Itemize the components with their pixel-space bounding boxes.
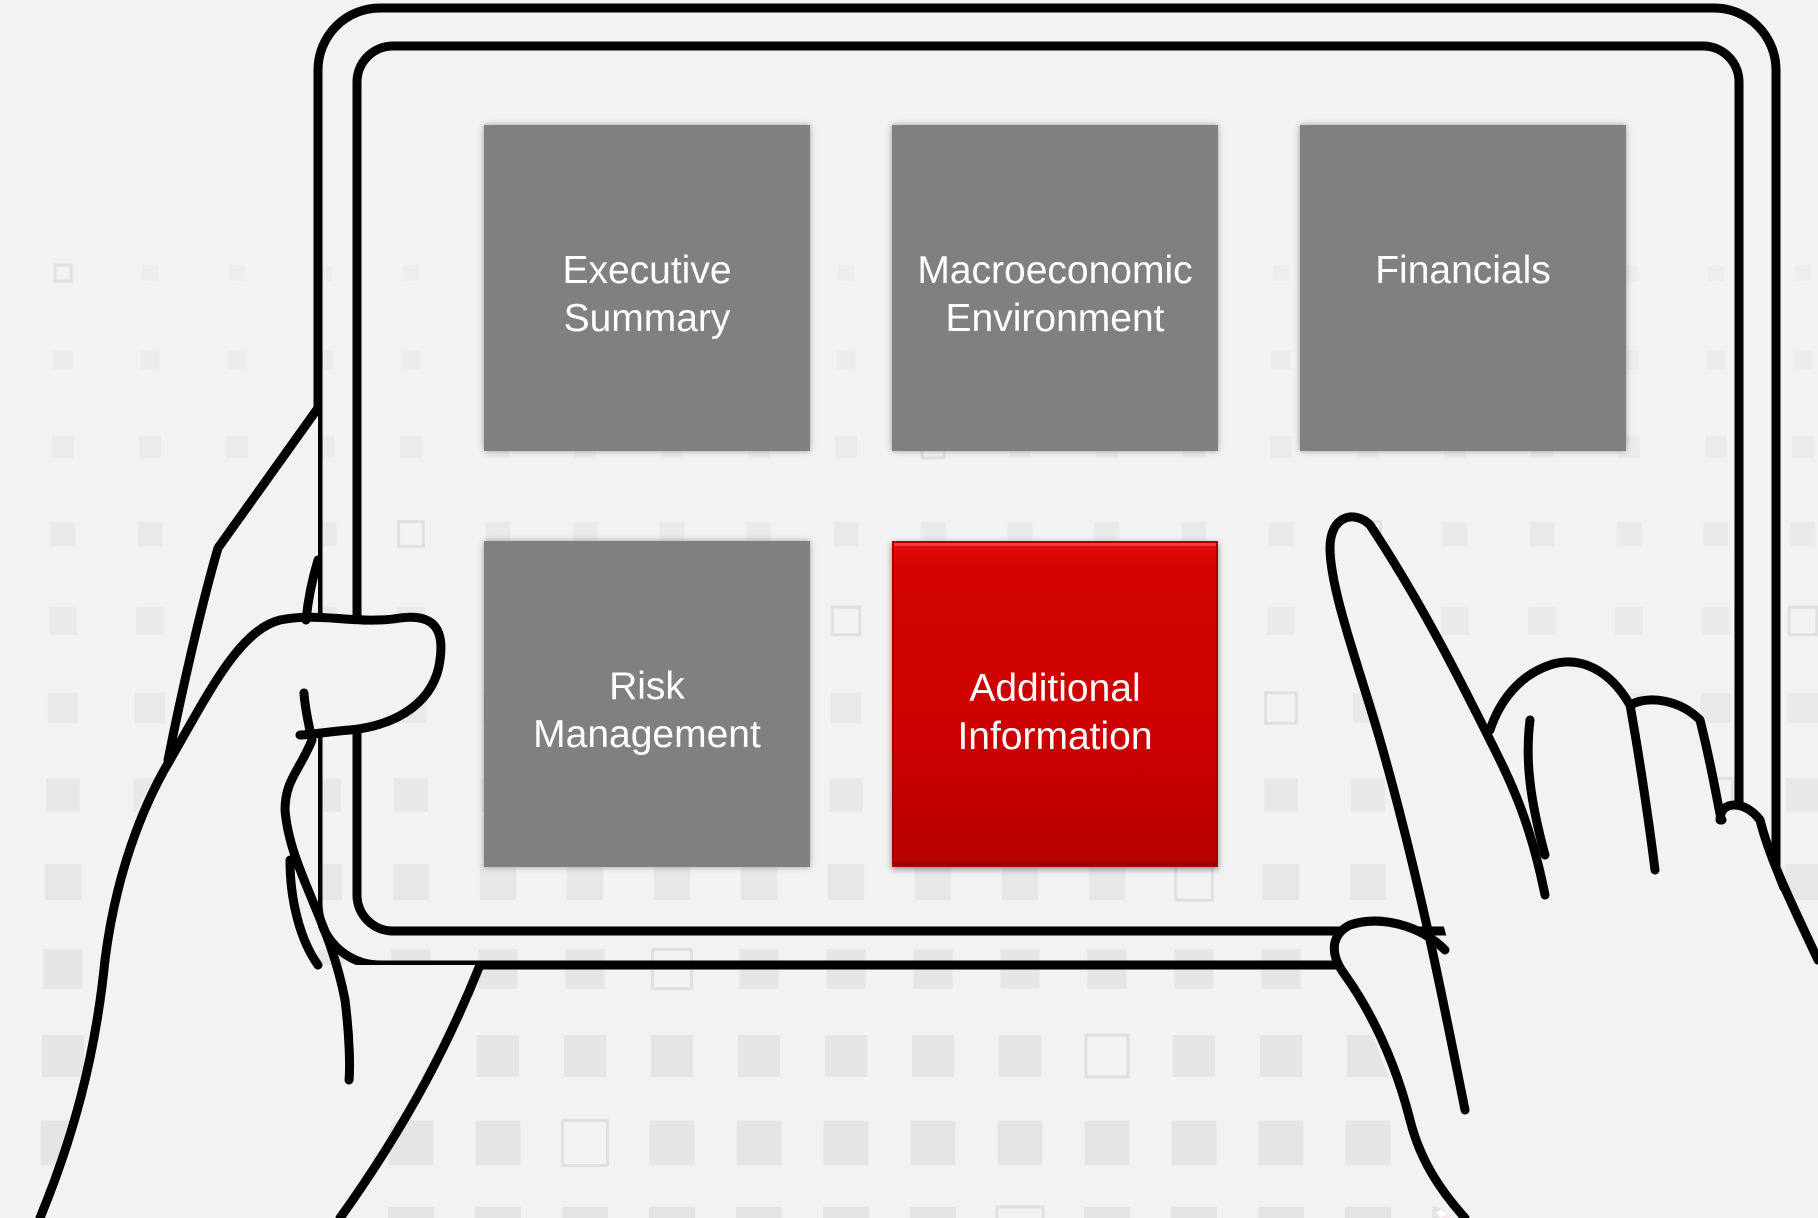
background-square [910,1120,956,1166]
background-square [998,1034,1042,1078]
background-square [563,1034,607,1078]
background-square [141,264,159,282]
background-square [1259,1034,1303,1078]
background-square [650,1034,694,1078]
background-square [228,264,246,282]
background-square [649,1207,695,1218]
background-square [823,1207,869,1218]
background-square [910,1207,956,1218]
background-square [911,1034,955,1078]
background-square [140,350,160,370]
tile-label: Financials [1375,249,1551,292]
background-square [823,1120,869,1166]
background-square [649,1120,695,1166]
background-square [1084,1120,1130,1166]
background-square [1084,1033,1130,1079]
background-square [475,1207,521,1218]
background-square [1792,436,1814,458]
background-square [997,1120,1043,1166]
background-square [1258,1120,1304,1166]
background-square [1084,1207,1130,1218]
background-square [562,1207,608,1218]
background-square [1793,350,1813,370]
tile-financials[interactable]: Financials [1300,125,1626,451]
background-square [736,1207,782,1218]
background-square [995,1205,1045,1218]
background-square [824,1034,868,1078]
background-square [53,263,73,283]
background-square [53,350,73,370]
background-square [736,1120,782,1166]
background-square [1171,1120,1217,1166]
background-square [1794,264,1812,282]
background-square [1171,1207,1217,1218]
background-square [737,1034,781,1078]
background-square [227,350,247,370]
background-square [1172,1034,1216,1078]
background-square [1258,1207,1304,1218]
background-square [560,1118,610,1168]
